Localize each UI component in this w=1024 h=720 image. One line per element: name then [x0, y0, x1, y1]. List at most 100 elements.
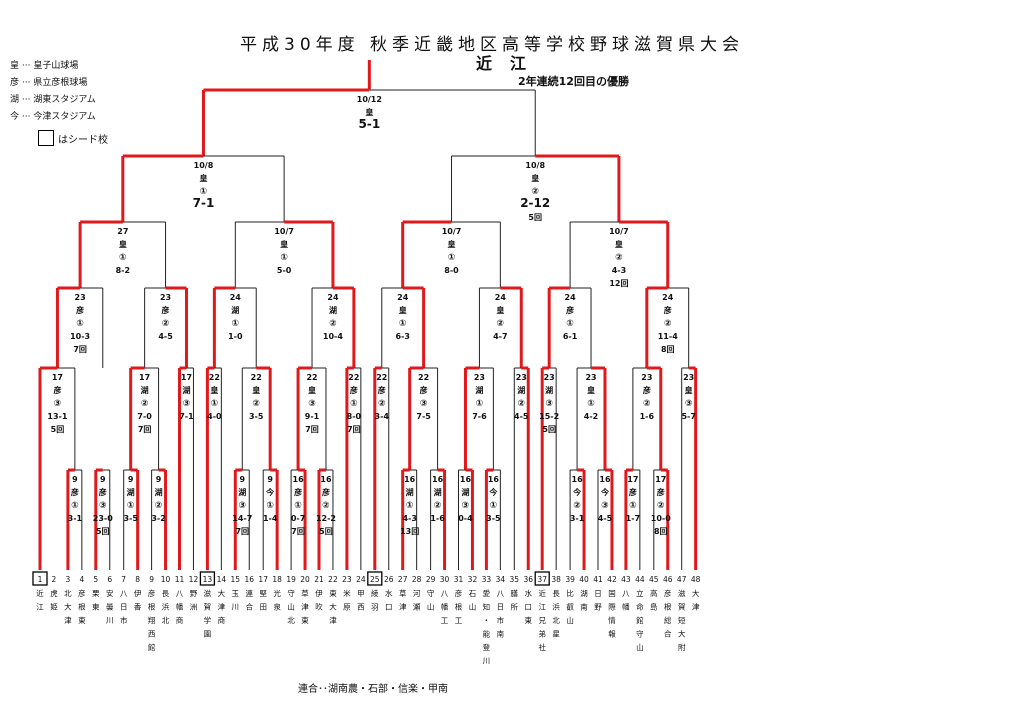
team-name: 工 — [455, 616, 463, 625]
match-date: 23 — [544, 373, 555, 382]
team-name: 川 — [106, 616, 114, 625]
match-venue: 皇 — [280, 239, 288, 249]
match-venue: 湖 — [182, 385, 190, 395]
team-name: 情 — [608, 615, 616, 625]
team-name: 賀 — [204, 602, 212, 612]
match-note: 7回 — [291, 527, 305, 536]
team-name: 弟 — [538, 629, 546, 639]
match-score: 7-6 — [472, 412, 487, 421]
team-name: 日 — [497, 603, 505, 612]
seed-marker — [534, 571, 550, 586]
match-date: 22 — [376, 373, 387, 382]
match-number: ② — [497, 319, 505, 329]
match-score: 23-0 — [93, 514, 113, 523]
team-number: 45 — [649, 575, 659, 584]
match-date: 24 — [662, 293, 674, 302]
match-score: 12-2 — [316, 514, 336, 523]
match-venue: 今 — [488, 487, 497, 497]
legend-row: 皇 ··· 皇子山球場 — [10, 61, 79, 71]
match-date: 16 — [572, 475, 584, 484]
team-name: 守 — [636, 629, 644, 639]
match-note: 5回 — [96, 527, 110, 536]
match-number: ① — [566, 319, 574, 329]
match-date: 24 — [565, 293, 577, 302]
match-score: 4-3 — [612, 266, 626, 275]
team-name: 津 — [301, 603, 309, 612]
team-name: 比 — [566, 588, 574, 598]
team-name: 洲 — [190, 603, 198, 612]
team-name: 守 — [427, 588, 435, 598]
legend-row: 今 ··· 今津スタジアム — [10, 112, 96, 122]
match-venue: 皇 — [448, 239, 456, 249]
match-number: ③ — [308, 399, 316, 409]
team-name: 瀬 — [413, 602, 421, 612]
team-name: 津 — [692, 603, 700, 612]
team-name: 高 — [650, 588, 658, 598]
match-score: 8-0 — [347, 412, 362, 421]
team-name: 津 — [64, 616, 72, 625]
team-number: 1 — [38, 575, 43, 584]
match-venue: 皇 — [210, 385, 218, 395]
team-number: 19 — [286, 575, 296, 584]
match-date: 17 — [52, 373, 63, 382]
match-number: ③ — [99, 501, 107, 511]
match-number: ② — [531, 187, 539, 197]
match-venue: 彦 — [565, 305, 574, 315]
match-date: 9 — [72, 475, 78, 484]
team-name: 守 — [287, 588, 295, 598]
team-name: 工 — [441, 616, 449, 625]
match-number: ① — [587, 399, 595, 409]
venue-legend: 皇 ··· 皇子山球場 彦 ··· 県立彦根球場 湖 ··· 湖東スタジアム 今… — [10, 58, 96, 126]
match-score: 7-5 — [416, 412, 431, 421]
match-venue: 皇 — [399, 305, 407, 315]
match-date: 17 — [139, 373, 150, 382]
match-score: 10-4 — [323, 332, 343, 341]
team-name: 愛 — [483, 588, 491, 598]
match-note: 8回 — [654, 527, 668, 536]
team-name: 大 — [218, 588, 226, 598]
team-number: 43 — [621, 575, 631, 584]
team-number: 18 — [272, 575, 282, 584]
match-date: 9 — [239, 475, 245, 484]
match-score: 13-1 — [47, 412, 67, 421]
team-name: ・ — [483, 616, 491, 625]
match-venue: 彦 — [349, 385, 358, 395]
team-number: 5 — [93, 575, 98, 584]
match-venue: 湖 — [434, 487, 442, 497]
team-name: 湖 — [580, 589, 588, 598]
team-name: 報 — [608, 630, 616, 639]
match-date: 22 — [251, 373, 262, 382]
match-number: ③ — [685, 399, 693, 409]
match-number: ③ — [545, 399, 553, 409]
team-number: 25 — [370, 575, 380, 584]
match-venue: 湖 — [155, 487, 163, 497]
match-number: ③ — [238, 501, 246, 511]
match-note: 5回 — [319, 527, 333, 536]
team-number: 38 — [551, 575, 561, 584]
match-number: ① — [76, 319, 84, 329]
team-name: 幡 — [441, 602, 449, 612]
match-venue: 彦 — [628, 487, 637, 497]
team-name: 兄 — [538, 616, 546, 625]
team-name: 国 — [608, 589, 616, 598]
match-venue: 彦 — [161, 305, 170, 315]
team-number: 9 — [149, 575, 154, 584]
match-score: 3-5 — [486, 514, 501, 523]
team-number: 30 — [440, 575, 450, 584]
team-name: 園 — [204, 630, 212, 639]
match-score: 5-0 — [277, 266, 292, 275]
team-name: 滋 — [678, 588, 686, 598]
team-number: 27 — [398, 575, 408, 584]
team-name: 北 — [64, 589, 72, 598]
match-date: 9 — [267, 475, 273, 484]
match-date: 16 — [293, 475, 305, 484]
match-venue: 湖 — [517, 385, 525, 395]
match-venue: 彦 — [656, 487, 665, 497]
match-number: ① — [266, 501, 274, 511]
team-number: 35 — [510, 575, 520, 584]
match-venue: 彦 — [52, 385, 61, 395]
team-number: 17 — [258, 575, 268, 584]
team-name: 立 — [636, 588, 644, 598]
match-venue: 湖 — [238, 487, 246, 497]
